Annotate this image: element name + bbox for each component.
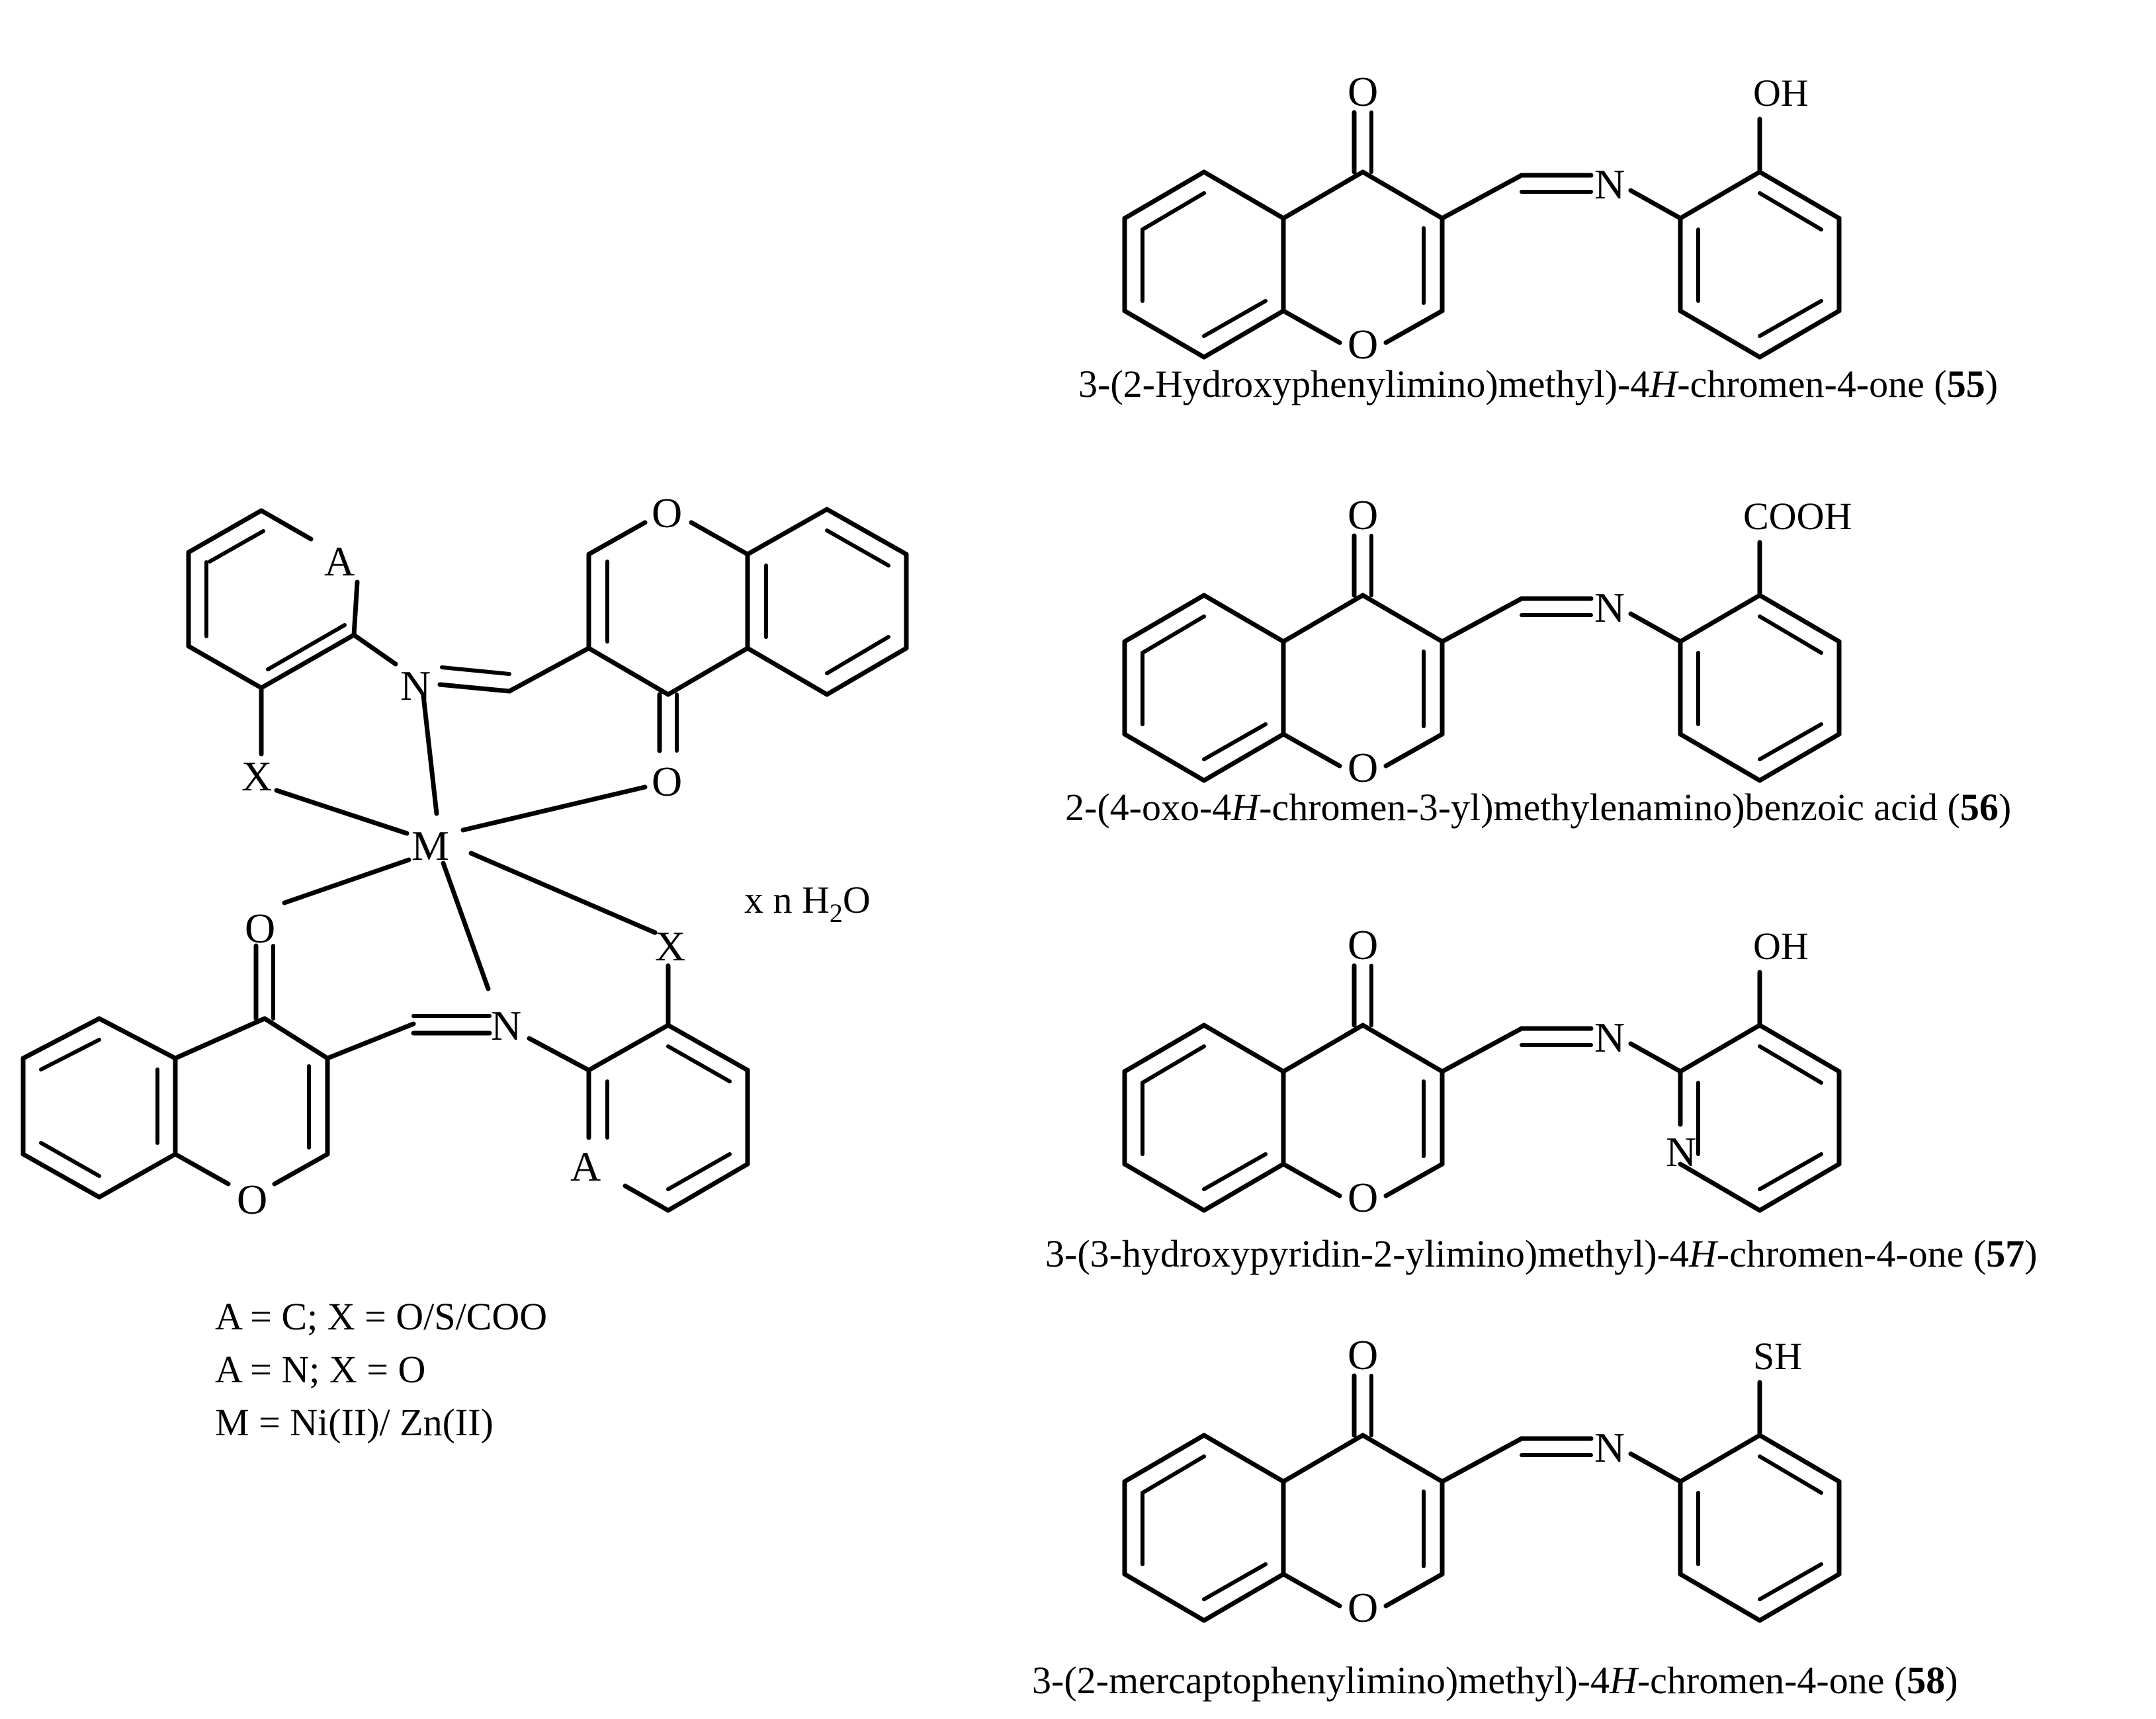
ligand-57-substituent: OH <box>1753 925 1809 968</box>
legend-line-1: A = C; X = O/S/COO <box>215 1295 547 1338</box>
ligand-55-substituent: OH <box>1753 71 1809 114</box>
atom-o-ring-lower: O <box>237 1176 267 1223</box>
upper-aryl-ring <box>186 508 398 757</box>
ligand-56-caption: 2-(4-oxo-4H-chromen-3-yl)methylenamino)b… <box>1065 786 2011 829</box>
ligand-58-ring-o: O <box>1348 1584 1378 1631</box>
ligand-58-caption: 3-(2-mercaptophenylimino)methyl)-4H-chro… <box>1032 1659 1958 1702</box>
ligand-56-structure: O O N COOH <box>1125 491 1852 791</box>
ligand-57-caption: 3-(3-hydroxypyridin-2-ylimino)methyl)-4H… <box>1045 1232 2038 1275</box>
lower-aryl-ring <box>527 963 750 1213</box>
ligand-58-carbonyl-o: O <box>1348 1331 1378 1378</box>
ligand-55-caption: 3-(2-Hydroxyphenylimino)methyl)-4H-chrom… <box>1078 362 1998 405</box>
ligand-56-imine-n: N <box>1594 584 1625 631</box>
ligand-57-structure: O O N N OH <box>1125 921 1839 1221</box>
ligand-58-structure: O O N SH <box>1125 1331 1839 1631</box>
atom-x-lower: X <box>655 923 685 970</box>
ligand-56-carbonyl-o: O <box>1348 491 1378 538</box>
ligand-57-ring-o: O <box>1348 1174 1378 1221</box>
ligand-55-carbonyl-o: O <box>1348 68 1378 115</box>
ligand-55-ring-o: O <box>1348 321 1378 368</box>
upper-chromone <box>437 507 909 753</box>
ligand-55-structure: O O N OH <box>1125 68 1839 368</box>
ligand-57-imine-n: N <box>1594 1014 1625 1061</box>
atom-a-lower: A <box>570 1143 601 1190</box>
ligand-56-ring-o: O <box>1348 744 1378 791</box>
hydrate-label: x n H2O <box>744 878 871 928</box>
ligand-57-carbonyl-o: O <box>1348 921 1378 968</box>
atom-n-upper: N <box>400 662 431 709</box>
atom-o-carbonyl-upper: O <box>652 758 682 805</box>
ligand-58-imine-n: N <box>1594 1424 1625 1471</box>
ligand-58-substituent: SH <box>1753 1335 1802 1378</box>
ligand-56-substituent: COOH <box>1743 495 1852 538</box>
ligand-57-pyridine-n: N <box>1666 1128 1696 1175</box>
atom-o-carbonyl-lower: O <box>245 905 275 952</box>
coordination-bonds <box>274 693 658 991</box>
legend-line-2: A = N; X = O <box>215 1348 425 1391</box>
atom-o-ring-upper: O <box>652 489 682 536</box>
atom-n-lower: N <box>491 1002 521 1049</box>
atom-m: M <box>411 822 449 869</box>
ligand-55-imine-n: N <box>1594 161 1625 208</box>
legend-line-3: M = Ni(II)/ Zn(II) <box>215 1401 494 1444</box>
atom-x-upper: X <box>241 753 272 800</box>
metal-complex-structure: A N O O X M O X N A O x n H2O A = C; X =… <box>21 489 909 1444</box>
lower-chromone <box>21 943 492 1200</box>
atom-a-upper: A <box>324 538 355 585</box>
